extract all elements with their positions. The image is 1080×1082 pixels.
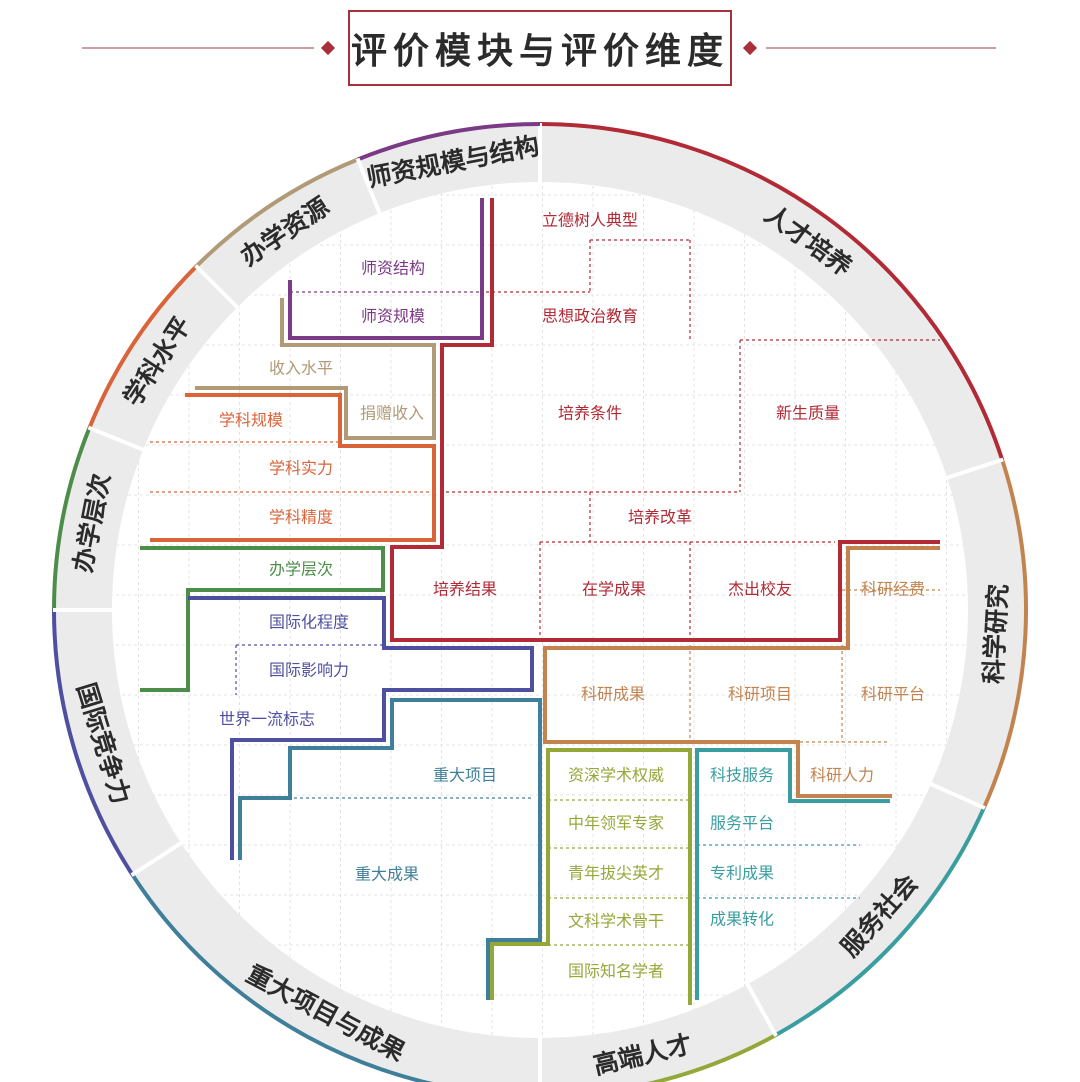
title-box: 评价模块与评价维度 <box>348 10 732 86</box>
dimension-d12: 捐赠收入 <box>360 404 424 423</box>
ring-separator <box>87 425 146 453</box>
dimension-d7: 在学成果 <box>582 580 646 599</box>
ring-separator <box>130 840 184 877</box>
dimension-d31: 国际知名学者 <box>568 962 664 981</box>
dimension-d11: 收入水平 <box>269 359 333 378</box>
module-regions <box>140 198 940 1005</box>
dimension-d2: 思想政治教育 <box>542 307 638 326</box>
dimension-d10: 师资规模 <box>361 307 425 326</box>
dimension-d3: 培养条件 <box>558 404 622 423</box>
arc-international <box>52 609 135 876</box>
arc-resources <box>194 157 359 268</box>
dimension-d23: 科研成果 <box>581 685 645 704</box>
region-level <box>140 546 385 692</box>
dimension-d18: 国际影响力 <box>269 661 349 680</box>
dimension-d1: 立德树人典型 <box>542 211 638 230</box>
dimension-d17: 国际化程度 <box>269 613 349 632</box>
dimension-d8: 杰出校友 <box>728 580 792 599</box>
ring-separator <box>928 781 986 810</box>
region-service <box>695 748 890 1000</box>
region-elite <box>490 748 692 1005</box>
ring-separator <box>744 981 778 1037</box>
dimension-d14: 学科实力 <box>269 459 333 478</box>
arc-talent <box>539 122 1005 461</box>
ring-separator <box>194 264 241 311</box>
region-discipline <box>150 393 436 542</box>
dimension-d35: 成果转化 <box>710 910 774 929</box>
dimension-d20: 重大项目 <box>433 766 497 785</box>
dimension-d4: 新生质量 <box>776 404 840 423</box>
dimension-d30: 文科学术骨干 <box>568 912 664 931</box>
dimension-d28: 中年领军专家 <box>568 814 664 833</box>
dimension-d26: 科研人力 <box>810 766 874 785</box>
arc-level <box>52 427 92 611</box>
dimension-d27: 资深学术权威 <box>568 766 664 785</box>
dimension-d19: 世界一流标志 <box>219 710 315 729</box>
title-right-diamond <box>742 40 758 56</box>
dimension-d34: 专利成果 <box>710 864 774 883</box>
dimension-d21: 重大成果 <box>355 865 419 884</box>
dimension-d9: 师资结构 <box>361 259 425 278</box>
module-label-research: 科学研究 <box>979 583 1013 684</box>
arc-elite <box>646 1033 777 1082</box>
dimension-d29: 青年拔尖英才 <box>568 864 664 883</box>
arc-discipline <box>87 264 198 429</box>
title-left-diamond <box>320 40 336 56</box>
arc-projects <box>130 873 433 1082</box>
arc-research <box>982 459 1028 809</box>
dimension-d24: 科研项目 <box>728 685 792 704</box>
page-title: 评价模块与评价维度 <box>350 31 729 72</box>
dimension-d6: 培养结果 <box>433 580 497 599</box>
dimension-d25: 科研平台 <box>861 685 925 704</box>
region-international <box>188 596 534 860</box>
dimension-d16: 办学层次 <box>269 560 333 579</box>
cell-dividers <box>150 239 940 946</box>
dimension-d15: 学科精度 <box>269 508 333 527</box>
region-talent <box>390 198 940 642</box>
region-resources <box>195 298 436 440</box>
dimension-d32: 科技服务 <box>710 766 774 785</box>
dimension-d13: 学科规模 <box>219 411 283 430</box>
region-faculty <box>288 198 484 340</box>
ring-separator <box>355 157 383 216</box>
dimension-d5: 培养改革 <box>628 508 692 527</box>
dimension-d33: 服务平台 <box>710 814 774 833</box>
module-arcs <box>52 122 1028 1082</box>
arc-service <box>774 806 986 1037</box>
region-projects <box>238 698 542 1000</box>
ring-separator <box>944 457 1004 481</box>
dimension-d22: 科研经费 <box>861 580 925 599</box>
region-research <box>543 546 940 798</box>
arc-faculty <box>357 122 541 162</box>
